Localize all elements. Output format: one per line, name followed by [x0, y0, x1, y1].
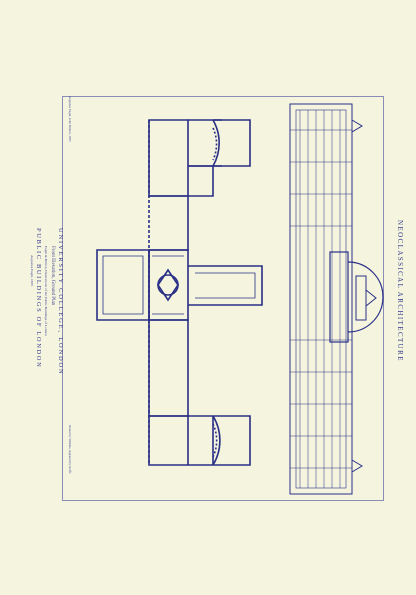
front-elevation [289, 103, 384, 495]
ground-plan [96, 119, 263, 466]
series-heading: Neoclassical Architecture [396, 220, 404, 362]
credit-left: Augustus Pugin, John Britton, 1825 [68, 96, 72, 142]
college-title: University College, London [57, 228, 64, 376]
elevation-caption: Front Elevation, Ground Plan [50, 246, 55, 306]
credit-right: Drawn by Wilkins, engraved by Roffe [68, 425, 72, 474]
body-caption: Pugin & Britton, Illustrations of the Pu… [44, 246, 48, 336]
book-title: Public Buildings of London [35, 228, 42, 369]
plate-ref: Augustus Pugin, 1825 [30, 255, 34, 287]
